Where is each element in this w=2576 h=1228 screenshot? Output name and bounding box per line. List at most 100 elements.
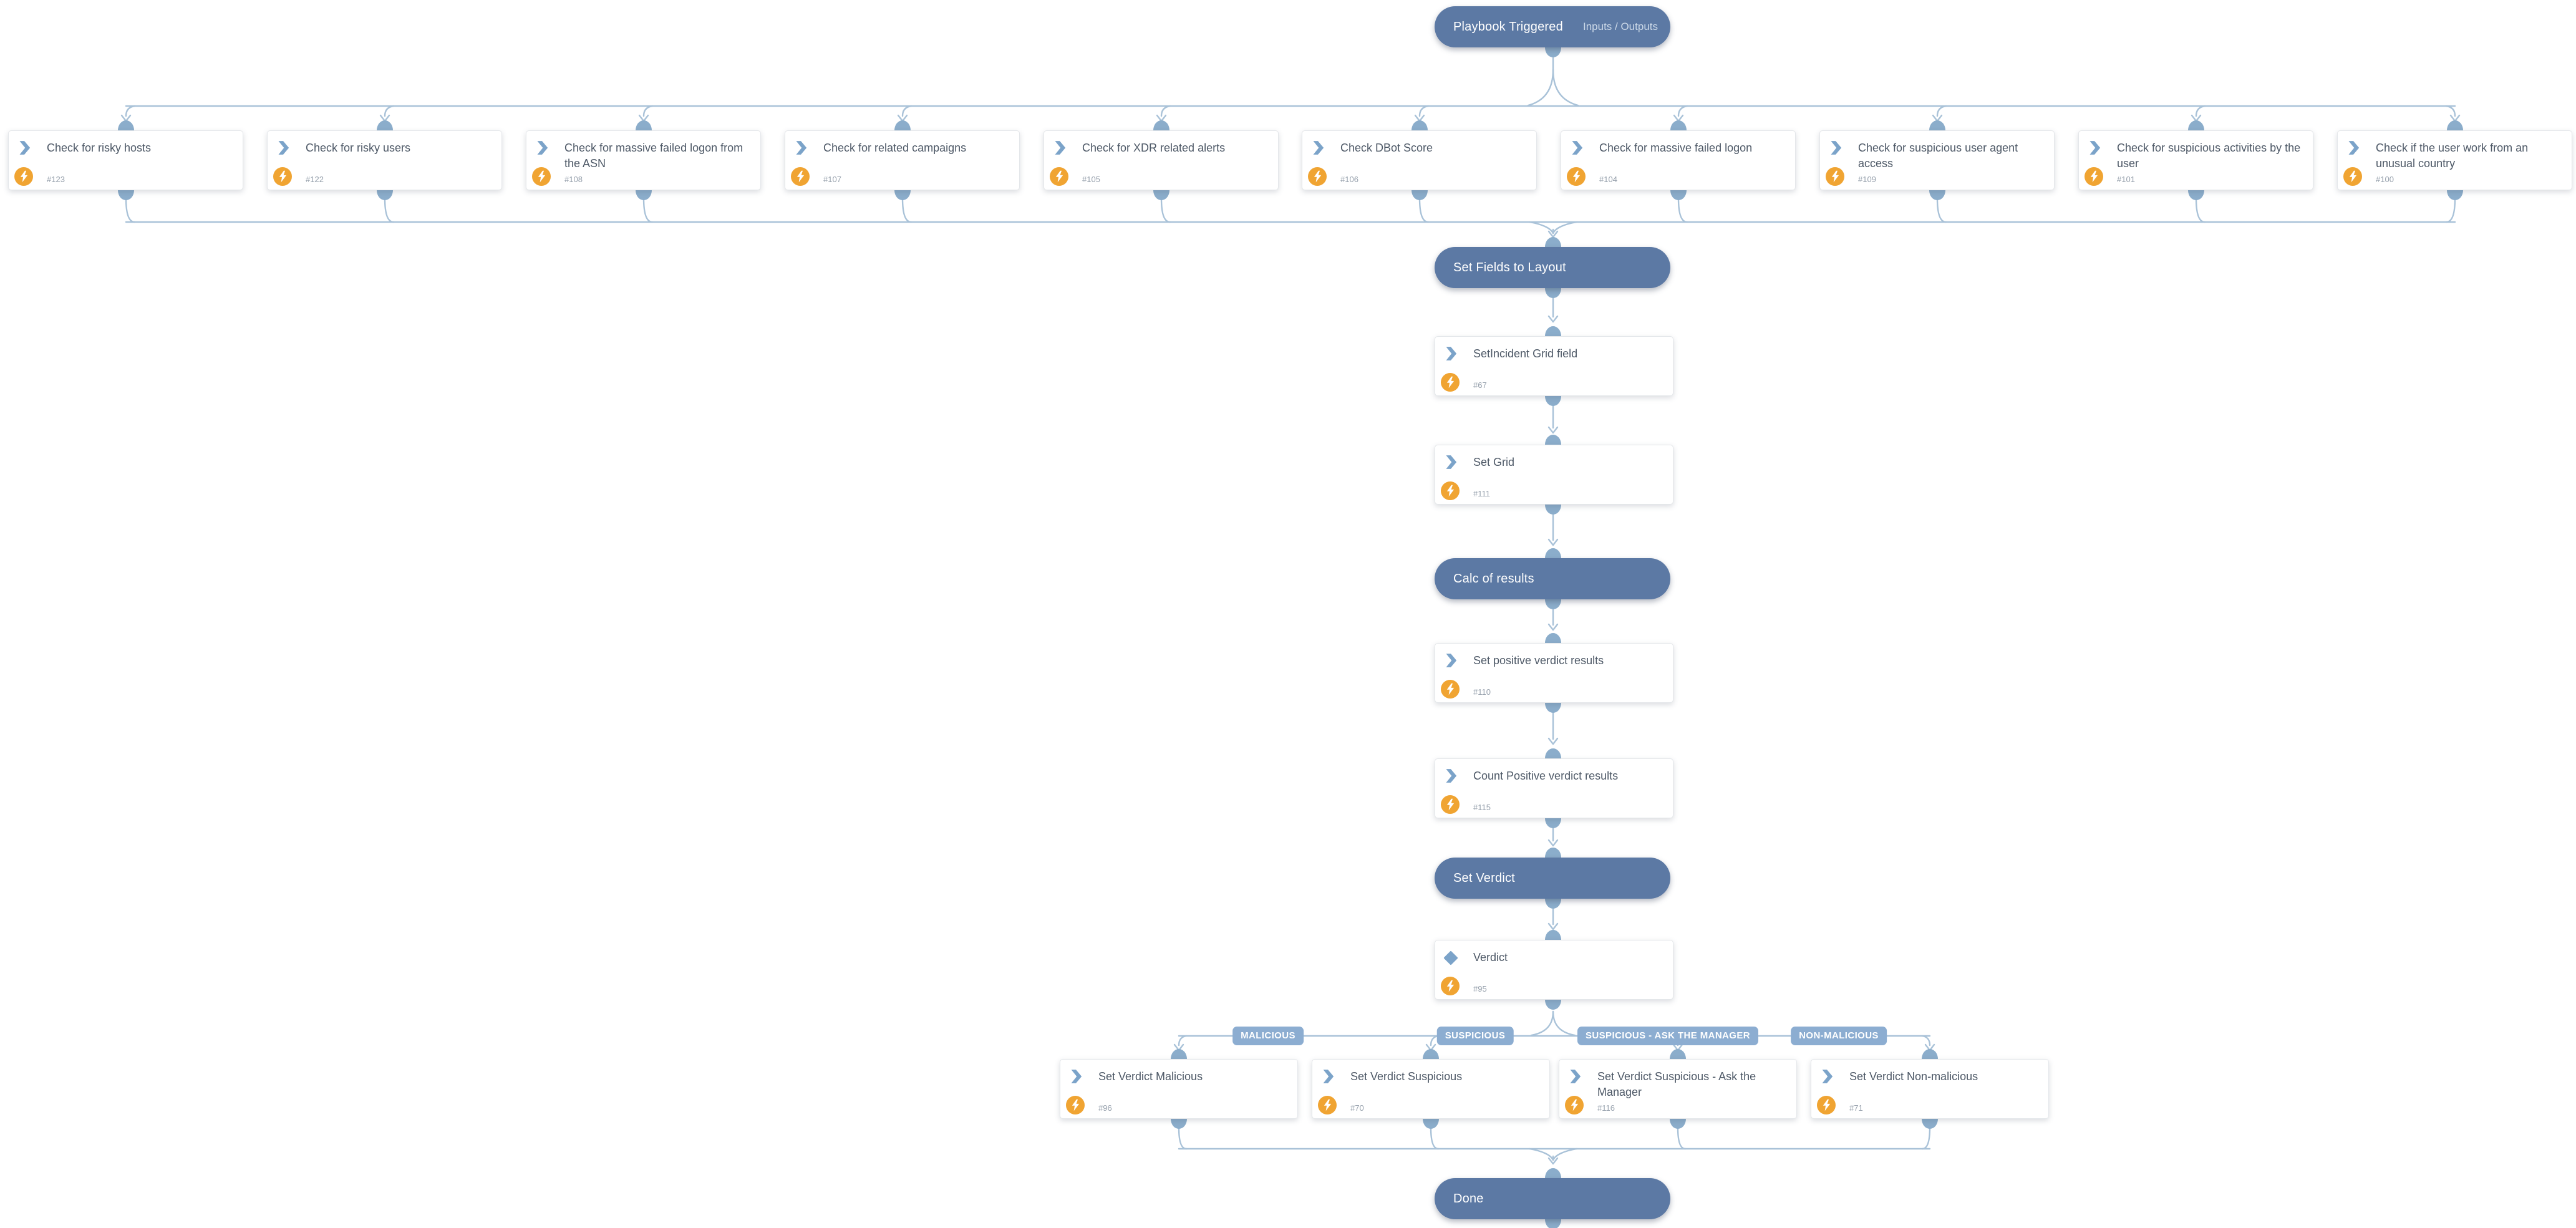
condition-card-verdict[interactable]: Verdict #95 bbox=[1435, 940, 1673, 1000]
task-id: #104 bbox=[1599, 175, 1617, 184]
playbook-triggered-label: Playbook Triggered bbox=[1453, 19, 1563, 34]
task-title: Set Verdict Suspicious bbox=[1350, 1070, 1463, 1083]
chevron-icon bbox=[1569, 1069, 1581, 1084]
lightning-bolt-icon bbox=[1318, 1096, 1337, 1114]
lightning-bolt-icon bbox=[1441, 977, 1460, 995]
task-card-check-risky-hosts[interactable]: Check for risky hosts #123 bbox=[8, 130, 243, 190]
section-label: Done bbox=[1453, 1191, 1484, 1206]
playbook-triggered-node[interactable]: Playbook Triggered Inputs / Outputs bbox=[1435, 6, 1670, 47]
task-title: Check DBot Score bbox=[1340, 142, 1433, 154]
section-label: Set Verdict bbox=[1453, 871, 1515, 885]
branch-label-malicious: MALICIOUS bbox=[1232, 1027, 1304, 1045]
task-id: #67 bbox=[1473, 380, 1487, 390]
task-card-xdr-related-alerts[interactable]: Check for XDR related alerts #105 bbox=[1043, 130, 1279, 190]
task-title: Check for risky hosts bbox=[47, 142, 152, 154]
task-id: #95 bbox=[1473, 984, 1487, 994]
chevron-icon bbox=[1445, 455, 1457, 470]
chevron-icon bbox=[1070, 1069, 1082, 1084]
lightning-bolt-icon bbox=[1050, 167, 1068, 186]
chevron-icon bbox=[1829, 140, 1842, 155]
section-label: Set Fields to Layout bbox=[1453, 260, 1566, 274]
task-card-massive-failed-logon[interactable]: Check for massive failed logon #104 bbox=[1561, 130, 1796, 190]
task-card-set-verdict-suspicious-ask-manager[interactable]: Set Verdict Suspicious - Ask the Manager… bbox=[1559, 1059, 1797, 1119]
task-id: #100 bbox=[2376, 175, 2394, 184]
chevron-icon bbox=[2347, 140, 2360, 155]
chevron-icon bbox=[536, 140, 548, 155]
diamond-icon bbox=[1443, 950, 1458, 965]
lightning-bolt-icon bbox=[1826, 167, 1844, 186]
task-id: #71 bbox=[1849, 1103, 1863, 1113]
task-card-set-verdict-suspicious[interactable]: Set Verdict Suspicious #70 bbox=[1312, 1059, 1550, 1119]
task-card-check-risky-users[interactable]: Check for risky users #122 bbox=[267, 130, 502, 190]
task-id: #105 bbox=[1082, 175, 1100, 184]
task-title: Check if the user work from an unusual c… bbox=[2376, 142, 2529, 170]
task-title: Count Positive verdict results bbox=[1473, 770, 1619, 782]
chevron-icon bbox=[1445, 653, 1457, 668]
task-id: #70 bbox=[1350, 1103, 1364, 1113]
task-card-suspicious-user-agent[interactable]: Check for suspicious user agent access #… bbox=[1819, 130, 2055, 190]
task-title: Check for massive failed logon bbox=[1599, 142, 1753, 154]
chevron-icon bbox=[1322, 1069, 1334, 1084]
chevron-icon bbox=[277, 140, 289, 155]
task-card-set-verdict-non-malicious[interactable]: Set Verdict Non-malicious #71 bbox=[1811, 1059, 2049, 1119]
task-id: #122 bbox=[306, 175, 324, 184]
chevron-icon bbox=[18, 140, 31, 155]
task-title: Set positive verdict results bbox=[1473, 654, 1604, 667]
task-title: Check for risky users bbox=[306, 142, 411, 154]
lightning-bolt-icon bbox=[1441, 680, 1460, 699]
task-card-related-campaigns[interactable]: Check for related campaigns #107 bbox=[785, 130, 1020, 190]
task-id: #115 bbox=[1473, 803, 1491, 812]
task-card-check-dbot-score[interactable]: Check DBot Score #106 bbox=[1302, 130, 1537, 190]
lightning-bolt-icon bbox=[1817, 1096, 1836, 1114]
task-card-unusual-country[interactable]: Check if the user work from an unusual c… bbox=[2337, 130, 2572, 190]
task-id: #107 bbox=[823, 175, 841, 184]
task-card-massive-failed-logon-asn[interactable]: Check for massive failed logon from the … bbox=[526, 130, 761, 190]
task-card-count-positive-verdict-results[interactable]: Count Positive verdict results #115 bbox=[1435, 758, 1673, 818]
lightning-bolt-icon bbox=[14, 167, 33, 186]
chevron-icon bbox=[1821, 1069, 1833, 1084]
lightning-bolt-icon bbox=[2343, 167, 2362, 186]
lightning-bolt-icon bbox=[1567, 167, 1586, 186]
section-done[interactable]: Done bbox=[1435, 1178, 1670, 1219]
task-title: Check for suspicious activities by the u… bbox=[2117, 142, 2301, 170]
chevron-icon bbox=[1445, 346, 1457, 361]
chevron-icon bbox=[795, 140, 807, 155]
inputs-outputs-link[interactable]: Inputs / Outputs bbox=[1582, 21, 1658, 32]
task-title: Check for XDR related alerts bbox=[1082, 142, 1226, 154]
task-id: #108 bbox=[564, 175, 583, 184]
task-id: #111 bbox=[1473, 489, 1490, 498]
chevron-icon bbox=[1312, 140, 1324, 155]
task-card-set-verdict-malicious[interactable]: Set Verdict Malicious #96 bbox=[1060, 1059, 1298, 1119]
section-calc-of-results[interactable]: Calc of results bbox=[1435, 558, 1670, 599]
task-id: #106 bbox=[1340, 175, 1358, 184]
task-id: #116 bbox=[1597, 1103, 1615, 1113]
lightning-bolt-icon bbox=[791, 167, 810, 186]
branch-label-non-malicious: NON-MALICIOUS bbox=[1791, 1027, 1887, 1045]
chevron-icon bbox=[1571, 140, 1583, 155]
lightning-bolt-icon bbox=[1441, 481, 1460, 500]
task-card-setincident-grid-field[interactable]: SetIncident Grid field #67 bbox=[1435, 336, 1673, 396]
section-label: Calc of results bbox=[1453, 571, 1534, 586]
branch-label-suspicious: SUSPICIOUS bbox=[1436, 1027, 1514, 1045]
task-title: Set Verdict Suspicious - Ask the Manager bbox=[1597, 1070, 1756, 1098]
branch-label-suspicious-ask-manager: SUSPICIOUS - ASK THE MANAGER bbox=[1577, 1027, 1758, 1045]
task-id: #109 bbox=[1858, 175, 1876, 184]
section-set-verdict[interactable]: Set Verdict bbox=[1435, 858, 1670, 899]
chevron-icon bbox=[1445, 768, 1457, 783]
lightning-bolt-icon bbox=[532, 167, 551, 186]
task-id: #101 bbox=[2117, 175, 2135, 184]
task-card-set-grid[interactable]: Set Grid #111 bbox=[1435, 445, 1673, 505]
section-set-fields-to-layout[interactable]: Set Fields to Layout bbox=[1435, 247, 1670, 288]
lightning-bolt-icon bbox=[2085, 167, 2103, 186]
task-card-suspicious-activities[interactable]: Check for suspicious activities by the u… bbox=[2078, 130, 2313, 190]
task-title: Set Grid bbox=[1473, 456, 1515, 468]
task-card-set-positive-verdict-results[interactable]: Set positive verdict results #110 bbox=[1435, 643, 1673, 703]
lightning-bolt-icon bbox=[1441, 373, 1460, 392]
lightning-bolt-icon bbox=[1565, 1096, 1584, 1114]
task-title: Set Verdict Non-malicious bbox=[1849, 1070, 1978, 1083]
task-id: #123 bbox=[47, 175, 65, 184]
lightning-bolt-icon bbox=[1308, 167, 1327, 186]
task-id: #96 bbox=[1098, 1103, 1112, 1113]
task-title: Set Verdict Malicious bbox=[1098, 1070, 1203, 1083]
task-title: Check for massive failed logon from the … bbox=[564, 142, 743, 170]
